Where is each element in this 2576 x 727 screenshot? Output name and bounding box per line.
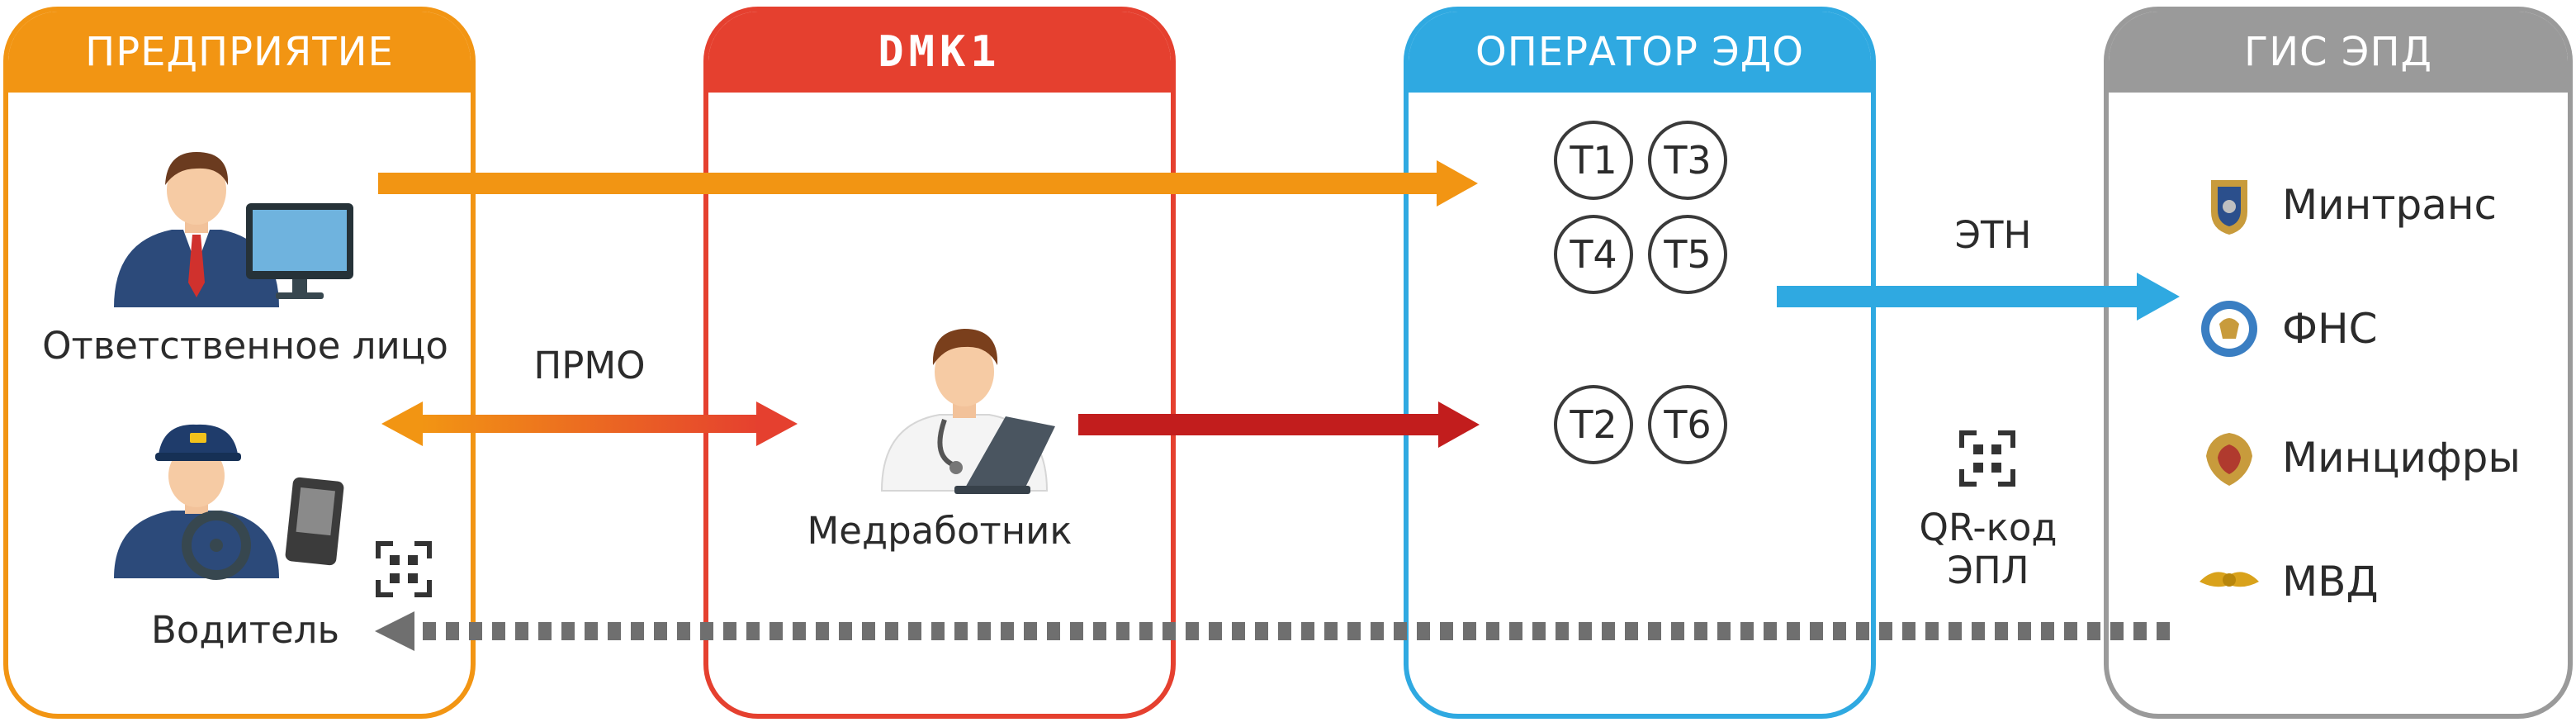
label-qr-code: QR-код [1919, 506, 2057, 549]
arrow-etn [1777, 273, 2180, 321]
badge-t5: Т5 [1648, 215, 1727, 294]
arrow-medic-to-operator [1078, 402, 1480, 448]
gis-label-fns: ФНС [2282, 305, 2378, 353]
gis-item-mintsifry: Минцифры [2200, 428, 2521, 487]
mvd-emblem-icon [2200, 572, 2259, 587]
tablet-device-icon [285, 477, 344, 566]
panel-header-enterprise: ПРЕДПРИЯТИЕ [8, 12, 471, 93]
qr-code-epl-icon [1959, 430, 2015, 487]
gis-item-mintrans: Минтранс [2200, 175, 2497, 235]
monitor-icon [246, 203, 353, 299]
panel-header-gis: ГИС ЭПД [2109, 12, 2568, 93]
mintsifry-emblem-icon [2206, 433, 2252, 486]
badge-t1: Т1 [1554, 121, 1633, 200]
mintrans-emblem-icon [2211, 180, 2247, 235]
label-responsible-person: Ответственное лицо [42, 324, 448, 368]
panel-header-operator: ОПЕРАТОР ЭДО [1409, 12, 1871, 93]
badge-t4: Т4 [1554, 215, 1633, 294]
label-epl: ЭПЛ [1947, 549, 2029, 592]
label-prmo: ПРМО [533, 344, 646, 387]
label-medic: Медработник [807, 509, 1073, 553]
gis-label-mintrans: Минтранс [2282, 181, 2498, 229]
arrow-prmo-bidirectional [381, 402, 798, 446]
badge-t2: Т2 [1554, 385, 1633, 464]
label-driver: Водитель [151, 608, 339, 652]
badge-t6: Т6 [1648, 385, 1727, 464]
gis-item-mvd: МВД [2200, 552, 2379, 611]
badge-t3: Т3 [1648, 121, 1727, 200]
gis-label-mintsifry: Минцифры [2282, 434, 2521, 482]
arrow-dashed-qr-return [375, 611, 2170, 651]
arrow-enterprise-to-operator [378, 160, 1478, 207]
doctor-laptop-icon [880, 329, 1055, 494]
panel-operator: ОПЕРАТОР ЭДО [1404, 7, 1876, 719]
panel-enterprise: ПРЕДПРИЯТИЕ [3, 7, 476, 719]
dmk-logo: DMK1 [878, 27, 1002, 77]
fns-emblem-icon [2201, 301, 2257, 357]
panel-gis: ГИС ЭПД [2104, 7, 2573, 719]
gis-label-mvd: МВД [2282, 558, 2379, 606]
manager-avatar-icon [114, 152, 279, 307]
label-etn: ЭТН [1954, 213, 2032, 257]
gis-item-fns: ФНС [2200, 299, 2378, 359]
driver-avatar-icon [114, 424, 279, 580]
panel-header-dmk: DMK1 [708, 12, 1171, 93]
qr-code-icon [376, 541, 432, 597]
